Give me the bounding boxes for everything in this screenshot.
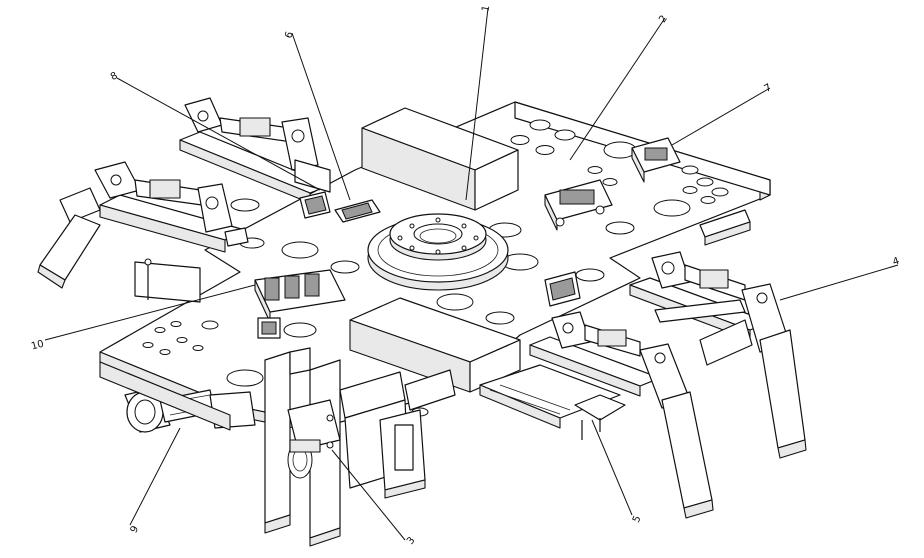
leader-4 [780,265,898,300]
leader-7 [672,88,770,145]
left-support-legs [135,259,200,302]
callout-7: 7 [763,82,774,95]
callout-8: 8 [109,70,120,83]
callout-2: 2 [657,14,670,25]
callout-9: 9 [129,524,142,535]
leader-5 [592,420,632,515]
leader-9 [130,428,180,525]
callout-10: 10 [30,339,45,353]
callout-6: 6 [283,30,296,40]
callout-5: 5 [631,514,644,524]
callout-1: 1 [480,4,492,12]
front-side-blocks [340,370,455,498]
callout-3: 3 [405,535,418,547]
